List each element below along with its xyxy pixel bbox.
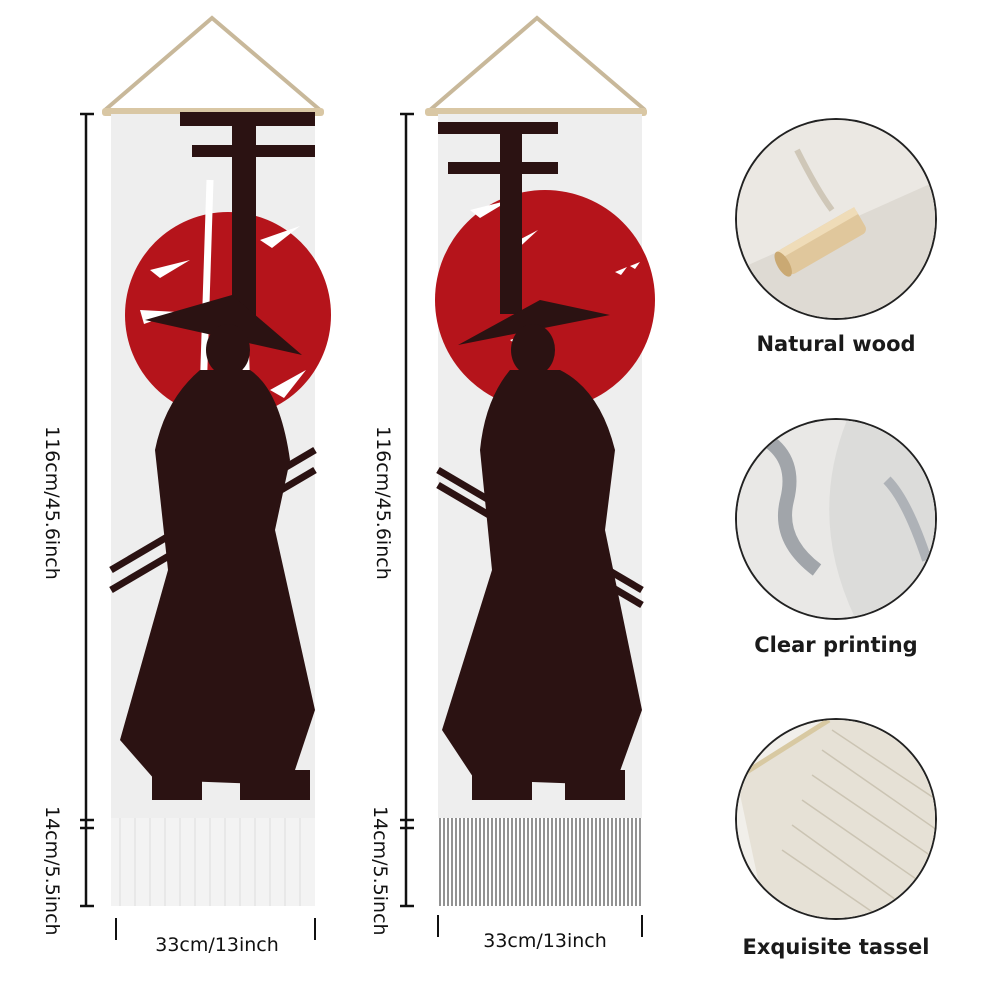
banner-right [400,15,655,908]
feature-label-printing: Clear printing [754,633,918,657]
tassel-label-right: 14cm/5.5inch [369,806,391,936]
torii-gate [180,112,315,316]
tassel-icon [735,718,937,920]
width-endcap [115,918,117,940]
tassel-label-left: 14cm/5.5inch [41,806,63,936]
hanger-rope [103,15,322,112]
width-endcap [314,918,316,940]
width-endcap [641,915,643,937]
dimension-lines [400,112,414,908]
width-label-right: 33cm/13inch [483,930,607,952]
torii-gate [438,122,558,314]
hanger-rope [428,15,647,112]
samurai-silhouette [120,295,315,800]
feature-label-wood: Natural wood [756,332,916,356]
tassel-fringe [111,818,315,906]
height-label-right: 116cm/45.6inch [372,426,394,580]
fabric-print-icon [735,418,937,620]
width-endcap [437,915,439,937]
wood-roll-icon [735,118,937,320]
height-label-left: 116cm/45.6inch [41,426,63,580]
birds [615,262,640,275]
dimension-lines [80,112,94,908]
width-label-left: 33cm/13inch [155,934,279,956]
banner-left [80,15,331,908]
red-sun [435,190,655,410]
samurai-silhouette [442,300,642,800]
feature-label-tassel: Exquisite tassel [742,935,930,959]
